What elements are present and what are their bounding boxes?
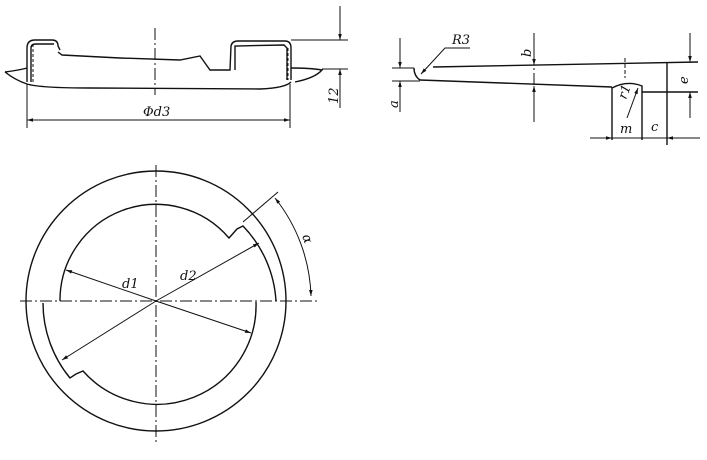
d1-dimension (65, 269, 157, 302)
d2-dimension (155, 242, 260, 302)
plan-view: d1 d2 α (20, 165, 320, 445)
detail-view: a R3 b e r1 m c (387, 33, 700, 145)
lower-inner-contour (42, 301, 257, 405)
c-label: c (651, 120, 659, 135)
right-flange (290, 67, 324, 83)
e-label: e (677, 76, 692, 84)
bottom-edge (26, 81, 292, 90)
diameter-label: Φd3 (143, 105, 170, 120)
r1-label: r1 (616, 83, 635, 102)
d2-label: d2 (180, 269, 197, 284)
r3-label: R3 (451, 33, 470, 48)
left-rim (26, 39, 61, 82)
m-label: m (620, 122, 632, 137)
upper-inner-contour (59, 203, 277, 302)
post (611, 82, 643, 140)
d1-label: d1 (122, 277, 139, 292)
alpha-dimension (274, 197, 313, 297)
section-view: Φd3 12 (4, 6, 348, 128)
alpha-label: α (298, 232, 315, 246)
b-label: b (520, 49, 535, 57)
a-label: a (387, 100, 402, 108)
r3-fillet (413, 67, 421, 81)
left-flange (4, 67, 28, 85)
height-label: 12 (327, 87, 342, 104)
cover-profile (57, 40, 292, 80)
